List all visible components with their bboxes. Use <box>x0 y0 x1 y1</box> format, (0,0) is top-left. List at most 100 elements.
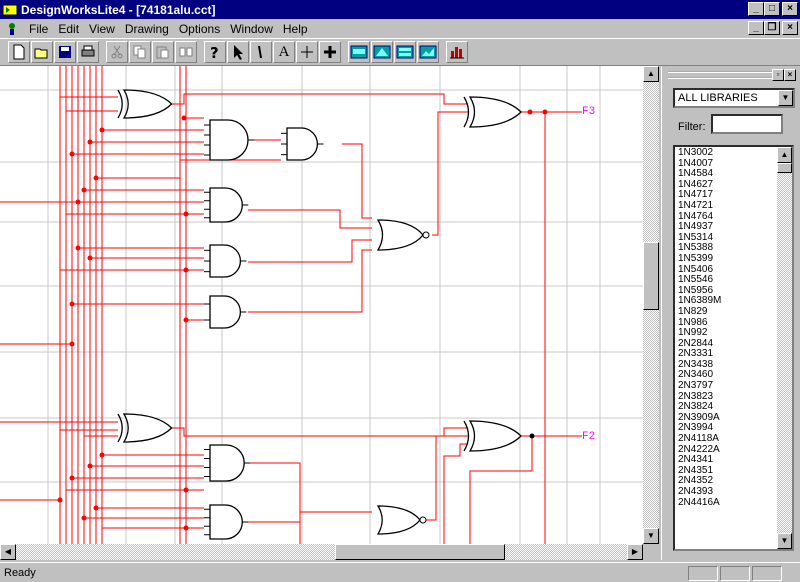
parts-scroll-up-button[interactable]: ▲ <box>777 147 792 163</box>
schematic-canvas[interactable]: F3 F2 <box>0 66 643 544</box>
part-item[interactable]: 1N3002 <box>678 147 714 158</box>
part-item[interactable]: 1N4007 <box>678 157 714 169</box>
parts-scroll-thumb[interactable] <box>777 163 792 173</box>
xor-gate <box>468 96 522 128</box>
panel-grip[interactable] <box>668 71 776 79</box>
part-item[interactable]: 1N5399 <box>678 252 714 264</box>
part-item[interactable]: 1N6389M <box>678 295 722 307</box>
wire-tool-button[interactable] <box>250 41 272 63</box>
part-item[interactable]: 1N5388 <box>678 242 714 254</box>
part-item[interactable]: 1N986 <box>678 316 708 328</box>
part-item[interactable]: 1N5546 <box>678 274 714 286</box>
part-item[interactable]: 2N4393 <box>678 486 714 497</box>
part-item[interactable]: 1N5956 <box>678 284 714 296</box>
vertical-scrollbar[interactable]: ▲ ▼ <box>643 66 659 544</box>
open-button[interactable] <box>31 41 53 63</box>
part-item[interactable]: 1N829 <box>678 305 708 317</box>
wire <box>432 111 468 236</box>
crosshair-button[interactable] <box>296 41 318 63</box>
close-button[interactable]: × <box>782 2 798 16</box>
part-item[interactable]: 1N4721 <box>678 199 714 211</box>
scroll-down-button[interactable]: ▼ <box>643 528 659 544</box>
vertical-scroll-thumb[interactable] <box>643 242 659 310</box>
part-item[interactable]: 2N3331 <box>678 348 714 360</box>
part-item[interactable]: 1N4584 <box>678 168 714 180</box>
part-item[interactable]: 1N992 <box>678 327 708 339</box>
picture-3-button[interactable] <box>394 41 416 63</box>
print-button[interactable] <box>77 41 99 63</box>
picture-4-button[interactable] <box>417 41 439 63</box>
simulation-chart-icon <box>450 47 464 59</box>
scroll-left-button[interactable]: ◀ <box>0 544 16 560</box>
parts-scroll-down-button[interactable]: ▼ <box>777 533 792 549</box>
picture-1-button[interactable] <box>348 41 370 63</box>
picture-1-icon <box>350 45 368 59</box>
minimize-button[interactable]: _ <box>748 2 764 16</box>
menu-window[interactable]: Window <box>230 21 273 36</box>
doc-close-button[interactable]: × <box>782 21 798 35</box>
wire <box>342 143 372 219</box>
junction-dot <box>183 317 189 323</box>
part-item[interactable]: 2N3823 <box>678 390 714 402</box>
menu-help[interactable]: Help <box>282 21 308 36</box>
part-item[interactable]: 2N4222A <box>678 443 720 455</box>
menu-options[interactable]: Options <box>178 21 221 36</box>
cut-button[interactable] <box>106 41 128 63</box>
panel-close-button[interactable]: × <box>784 69 796 81</box>
picture-2-button[interactable] <box>371 41 393 63</box>
part-item[interactable]: 2N2844 <box>678 337 714 349</box>
save-button[interactable] <box>54 41 76 63</box>
document-icon[interactable] <box>4 21 20 37</box>
doc-restore-button[interactable]: ❐ <box>764 21 780 35</box>
menu-edit[interactable]: Edit <box>58 21 80 36</box>
part-item[interactable]: 2N4341 <box>678 454 714 466</box>
new-button[interactable] <box>8 41 30 63</box>
part-item[interactable]: 2N3438 <box>678 358 714 370</box>
junction-dot <box>93 175 99 181</box>
doc-minimize-button[interactable]: _ <box>748 21 764 35</box>
schematic-drawing[interactable]: F3 F2 <box>0 66 643 544</box>
logic-gates[interactable] <box>117 89 522 540</box>
panel-restore-button[interactable]: ▫ <box>772 69 784 81</box>
help-pointer-button[interactable]: ? <box>204 41 226 63</box>
parts-list-scrollbar[interactable]: ▲ ▼ <box>777 147 792 549</box>
part-item[interactable]: 1N5406 <box>678 263 714 275</box>
zoom-plus-button[interactable] <box>319 41 341 63</box>
part-item[interactable]: 2N3994 <box>678 422 714 434</box>
simulation-chart-button[interactable] <box>446 41 468 63</box>
status-pane-2 <box>720 566 750 581</box>
menu-view[interactable]: View <box>89 21 115 36</box>
paste-special-button[interactable] <box>175 41 197 63</box>
part-item[interactable]: 2N4118A <box>678 433 719 445</box>
part-item[interactable]: 1N5314 <box>678 231 714 243</box>
part-item[interactable]: 2N4351 <box>678 464 714 476</box>
horizontal-scrollbar[interactable]: ◀ ▶ <box>0 544 643 560</box>
paste-button[interactable] <box>152 41 174 63</box>
part-item[interactable]: 1N4627 <box>678 178 714 190</box>
menu-file[interactable]: File <box>29 21 49 36</box>
library-select[interactable]: ALL LIBRARIES ▼ <box>673 88 795 108</box>
part-item[interactable]: 2N4352 <box>678 475 714 487</box>
part-item[interactable]: 1N4717 <box>678 189 714 201</box>
part-item[interactable]: 2N3797 <box>678 380 714 392</box>
arrow-tool-button[interactable] <box>227 41 249 63</box>
copy-button[interactable] <box>129 41 151 63</box>
part-item[interactable]: 2N3824 <box>678 401 714 413</box>
junction-dots <box>57 109 548 531</box>
menu-bar: File Edit View Drawing Options Window He… <box>0 19 800 38</box>
maximize-button[interactable]: □ <box>764 2 780 16</box>
part-item[interactable]: 2N3909A <box>678 411 720 423</box>
chevron-down-icon[interactable]: ▼ <box>778 90 793 106</box>
scroll-right-button[interactable]: ▶ <box>627 544 643 560</box>
part-item[interactable]: 1N4764 <box>678 210 714 222</box>
help-pointer-icon: ? <box>210 44 219 60</box>
part-item[interactable]: 2N3460 <box>678 369 714 381</box>
part-item[interactable]: 2N4416A <box>678 496 720 508</box>
part-item[interactable]: 1N4937 <box>678 221 714 233</box>
text-tool-button[interactable]: A <box>273 41 295 63</box>
filter-input[interactable] <box>711 114 783 134</box>
horizontal-scroll-thumb[interactable] <box>335 544 505 560</box>
scroll-up-button[interactable]: ▲ <box>643 66 659 82</box>
menu-drawing[interactable]: Drawing <box>124 21 169 36</box>
